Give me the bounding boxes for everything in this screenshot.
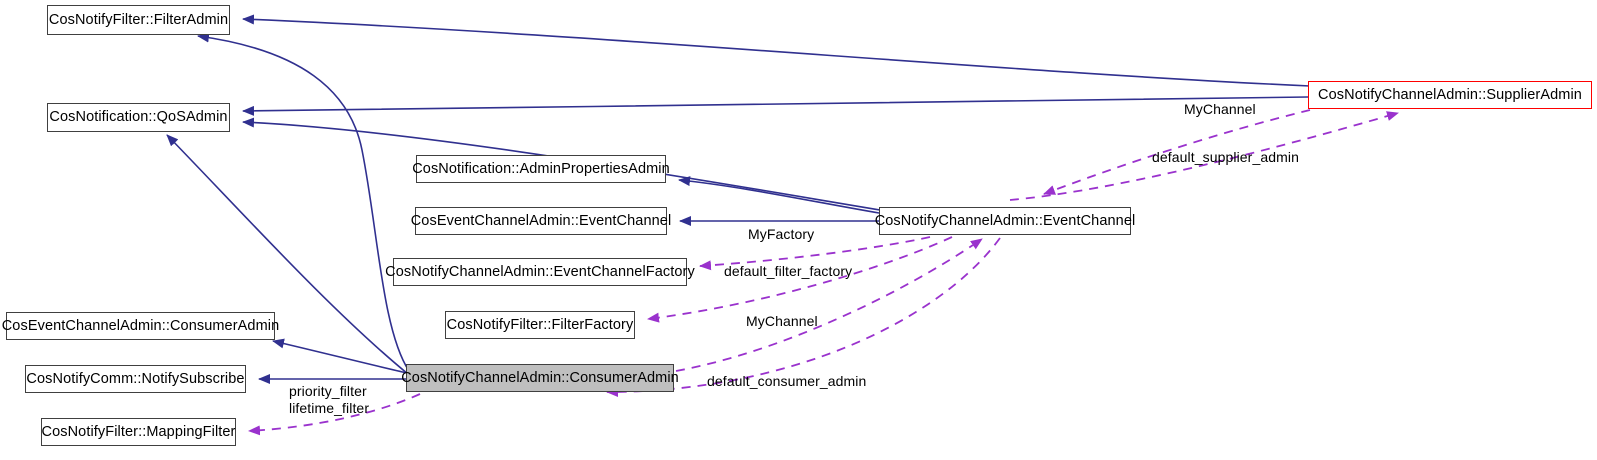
node-label: CosNotifyFilter::MappingFilter bbox=[41, 423, 236, 440]
edge-label-lbl-mychannel-top: MyChannel bbox=[1184, 101, 1256, 117]
node-notifysubscribe[interactable]: CosNotifyComm::NotifySubscribe bbox=[25, 365, 246, 393]
node-label: CosNotifyFilter::FilterAdmin bbox=[48, 11, 229, 28]
edge-label-lbl-default-consumer: default_consumer_admin bbox=[707, 373, 867, 389]
node-label: CosNotifyFilter::FilterFactory bbox=[446, 316, 634, 333]
node-filteradmin[interactable]: CosNotifyFilter::FilterAdmin bbox=[47, 5, 230, 35]
edge-label-lbl-default-supplier: default_supplier_admin bbox=[1152, 149, 1299, 165]
edge-supplieradmin-filteradmin bbox=[242, 14, 1311, 87]
node-label: CosNotifyComm::NotifySubscribe bbox=[26, 370, 245, 387]
edge-mychannel-consumer bbox=[675, 238, 983, 372]
node-label: CosNotifyChannelAdmin::SupplierAdmin bbox=[1318, 86, 1582, 103]
node-label: CosNotifyChannelAdmin::EventChannel bbox=[874, 212, 1136, 229]
edge-consumeradmin-cosec-consumeradmin bbox=[272, 338, 408, 374]
edge-label-lbl-priority-filter: priority_filter bbox=[289, 383, 367, 399]
edge-label-lbl-lifetime-filter: lifetime_filter bbox=[289, 400, 370, 416]
edge-myfactory bbox=[699, 236, 931, 271]
node-cosec-consumeradmin[interactable]: CosEventChannelAdmin::ConsumerAdmin bbox=[2, 312, 279, 340]
node-label: CosNotifyChannelAdmin::ConsumerAdmin bbox=[401, 369, 679, 386]
edge-label-lbl-myfactory: MyFactory bbox=[748, 226, 815, 242]
node-adminprops[interactable]: CosNotification::AdminPropertiesAdmin bbox=[412, 155, 670, 183]
node-label: CosNotifyChannelAdmin::EventChannelFacto… bbox=[385, 263, 695, 280]
node-cosec-eventchannel[interactable]: CosEventChannelAdmin::EventChannel bbox=[411, 207, 671, 235]
node-label: CosEventChannelAdmin::ConsumerAdmin bbox=[1, 317, 280, 334]
node-label: CosEventChannelAdmin::EventChannel bbox=[410, 212, 672, 229]
node-supplieradmin[interactable]: CosNotifyChannelAdmin::SupplierAdmin bbox=[1308, 81, 1592, 109]
node-mappingfilter[interactable]: CosNotifyFilter::MappingFilter bbox=[41, 418, 236, 446]
node-eventchannelfactory[interactable]: CosNotifyChannelAdmin::EventChannelFacto… bbox=[385, 258, 695, 286]
inheritance-edges bbox=[166, 14, 1311, 384]
node-filterfactory[interactable]: CosNotifyFilter::FilterFactory bbox=[445, 311, 635, 339]
edge-label-lbl-mychannel-mid: MyChannel bbox=[746, 313, 818, 329]
edge-supplieradmin-qosadmin bbox=[242, 96, 1309, 116]
node-cnca-eventchannel[interactable]: CosNotifyChannelAdmin::EventChannel bbox=[875, 207, 1135, 235]
edge-eventchannel-adminprops bbox=[678, 176, 880, 214]
node-label: CosNotification::AdminPropertiesAdmin bbox=[412, 160, 670, 177]
edge-label-lbl-default-filter-fac: default_filter_factory bbox=[724, 263, 853, 279]
node-label: CosNotification::QoSAdmin bbox=[49, 109, 228, 126]
node-cnca-consumeradmin[interactable]: CosNotifyChannelAdmin::ConsumerAdmin bbox=[401, 364, 679, 392]
node-qosadmin[interactable]: CosNotification::QoSAdmin bbox=[47, 103, 230, 132]
